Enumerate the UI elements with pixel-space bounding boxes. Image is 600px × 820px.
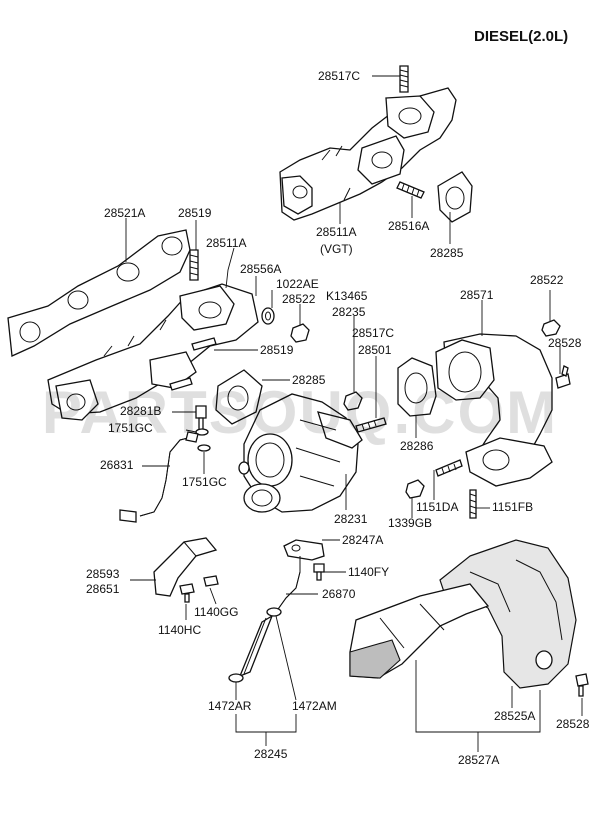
label-1472ar[interactable]: 1472AR <box>208 699 252 713</box>
label-1151da[interactable]: 1151DA <box>416 500 459 514</box>
stud-28516a[interactable] <box>396 181 425 199</box>
hose-clamp-1472ar[interactable] <box>228 673 244 683</box>
label-28519-mid[interactable]: 28519 <box>260 343 294 357</box>
label-28245[interactable]: 28245 <box>254 747 288 761</box>
label-1339gb[interactable]: 1339GB <box>388 516 433 530</box>
gasket-28521a[interactable] <box>7 229 191 357</box>
label-28651[interactable]: 28651 <box>86 582 120 596</box>
label-1140gg[interactable]: 1140GG <box>194 605 239 619</box>
label-k13465[interactable]: K13465 <box>326 289 368 303</box>
heat-protector-28527a[interactable] <box>349 583 490 679</box>
bolt-28528-bot[interactable] <box>535 650 589 697</box>
bracket-28593[interactable] <box>153 537 218 597</box>
label-28522-right[interactable]: 28522 <box>530 273 564 287</box>
label-1472am[interactable]: 1472AM <box>292 699 337 713</box>
label-1751gc-top[interactable]: 1751GC <box>108 421 153 435</box>
label-28519-top[interactable]: 28519 <box>178 206 212 220</box>
label-28516a[interactable]: 28516A <box>388 219 430 233</box>
label-1151fb[interactable]: 1151FB <box>492 500 534 514</box>
label-28522-mid[interactable]: 28522 <box>282 292 316 306</box>
nut-1339gb[interactable] <box>405 479 425 499</box>
diagram-title: DIESEL(2.0L) <box>474 28 569 45</box>
gasket-28286[interactable] <box>397 357 437 417</box>
label-28517c-top[interactable]: 28517C <box>318 69 361 83</box>
washer-1022ae[interactable] <box>261 307 275 325</box>
label-28286[interactable]: 28286 <box>400 439 434 453</box>
oil-return-pipe-26870[interactable] <box>275 556 301 613</box>
label-28527a[interactable]: 28527A <box>458 753 500 767</box>
label-28511a[interactable]: 28511A <box>316 225 357 239</box>
nut-28522-mid[interactable] <box>290 323 310 343</box>
label-28247a[interactable]: 28247A <box>342 533 384 547</box>
label-1022ae[interactable]: 1022AE <box>276 277 319 291</box>
oil-return-hose-28245[interactable] <box>238 614 274 678</box>
label-28517c-mid[interactable]: 28517C <box>352 326 395 340</box>
oil-feed-pipe-26831[interactable] <box>119 431 199 523</box>
exhaust-manifold-left[interactable] <box>47 283 259 421</box>
label-28285-mid[interactable]: 28285 <box>292 373 326 387</box>
label-1140fy[interactable]: 1140FY <box>348 565 390 579</box>
label-28511a-left[interactable]: 28511A <box>206 236 247 250</box>
label-28556a[interactable]: 28556A <box>240 262 282 276</box>
label-28285-top[interactable]: 28285 <box>430 246 464 260</box>
label-28231[interactable]: 28231 <box>334 512 368 526</box>
label-28593[interactable]: 28593 <box>86 567 120 581</box>
label-28235[interactable]: 28235 <box>332 305 366 319</box>
label-vgt: (VGT) <box>320 242 353 256</box>
label-1140hc[interactable]: 1140HC <box>158 623 202 637</box>
exhaust-elbow-28571[interactable] <box>435 333 553 487</box>
label-28525a[interactable]: 28525A <box>494 709 536 723</box>
watermark: PARTSOUQ.COM <box>41 379 559 446</box>
gasket-28247a[interactable] <box>283 539 325 561</box>
bolt-1140hc[interactable] <box>179 583 195 603</box>
exhaust-manifold-vgt[interactable] <box>279 87 457 221</box>
gasket-1751gc[interactable] <box>195 428 211 452</box>
label-28521a[interactable]: 28521A <box>104 206 146 220</box>
label-1751gc-bot[interactable]: 1751GC <box>182 475 227 489</box>
stud-28519-top[interactable] <box>189 249 199 281</box>
leader-lines <box>125 75 583 752</box>
label-28571[interactable]: 28571 <box>460 288 494 302</box>
label-28528-bot[interactable]: 28528 <box>556 717 590 731</box>
label-28528-top[interactable]: 28528 <box>548 336 582 350</box>
hose-clamp-1472am[interactable] <box>266 607 282 617</box>
gasket-28285-mid[interactable] <box>215 369 263 425</box>
label-28501[interactable]: 28501 <box>358 343 392 357</box>
stud-1151fb[interactable] <box>469 489 477 519</box>
bolt-28528-top[interactable] <box>555 365 571 389</box>
label-26870[interactable]: 26870 <box>322 587 356 601</box>
stud-28517c-top[interactable] <box>399 65 409 93</box>
stud-28519-mid[interactable] <box>169 337 217 391</box>
gasket-28285-top[interactable] <box>437 171 473 223</box>
stud-1151da[interactable] <box>435 459 463 477</box>
label-28281b[interactable]: 28281B <box>120 404 162 418</box>
nut-28235[interactable] <box>343 391 363 411</box>
stud-28517c-mid[interactable] <box>355 417 387 433</box>
label-26831[interactable]: 26831 <box>100 458 134 472</box>
nut-28522-right[interactable] <box>541 319 561 337</box>
bolt-1140gg[interactable] <box>203 575 219 587</box>
turbocharger-28231[interactable] <box>238 393 363 513</box>
